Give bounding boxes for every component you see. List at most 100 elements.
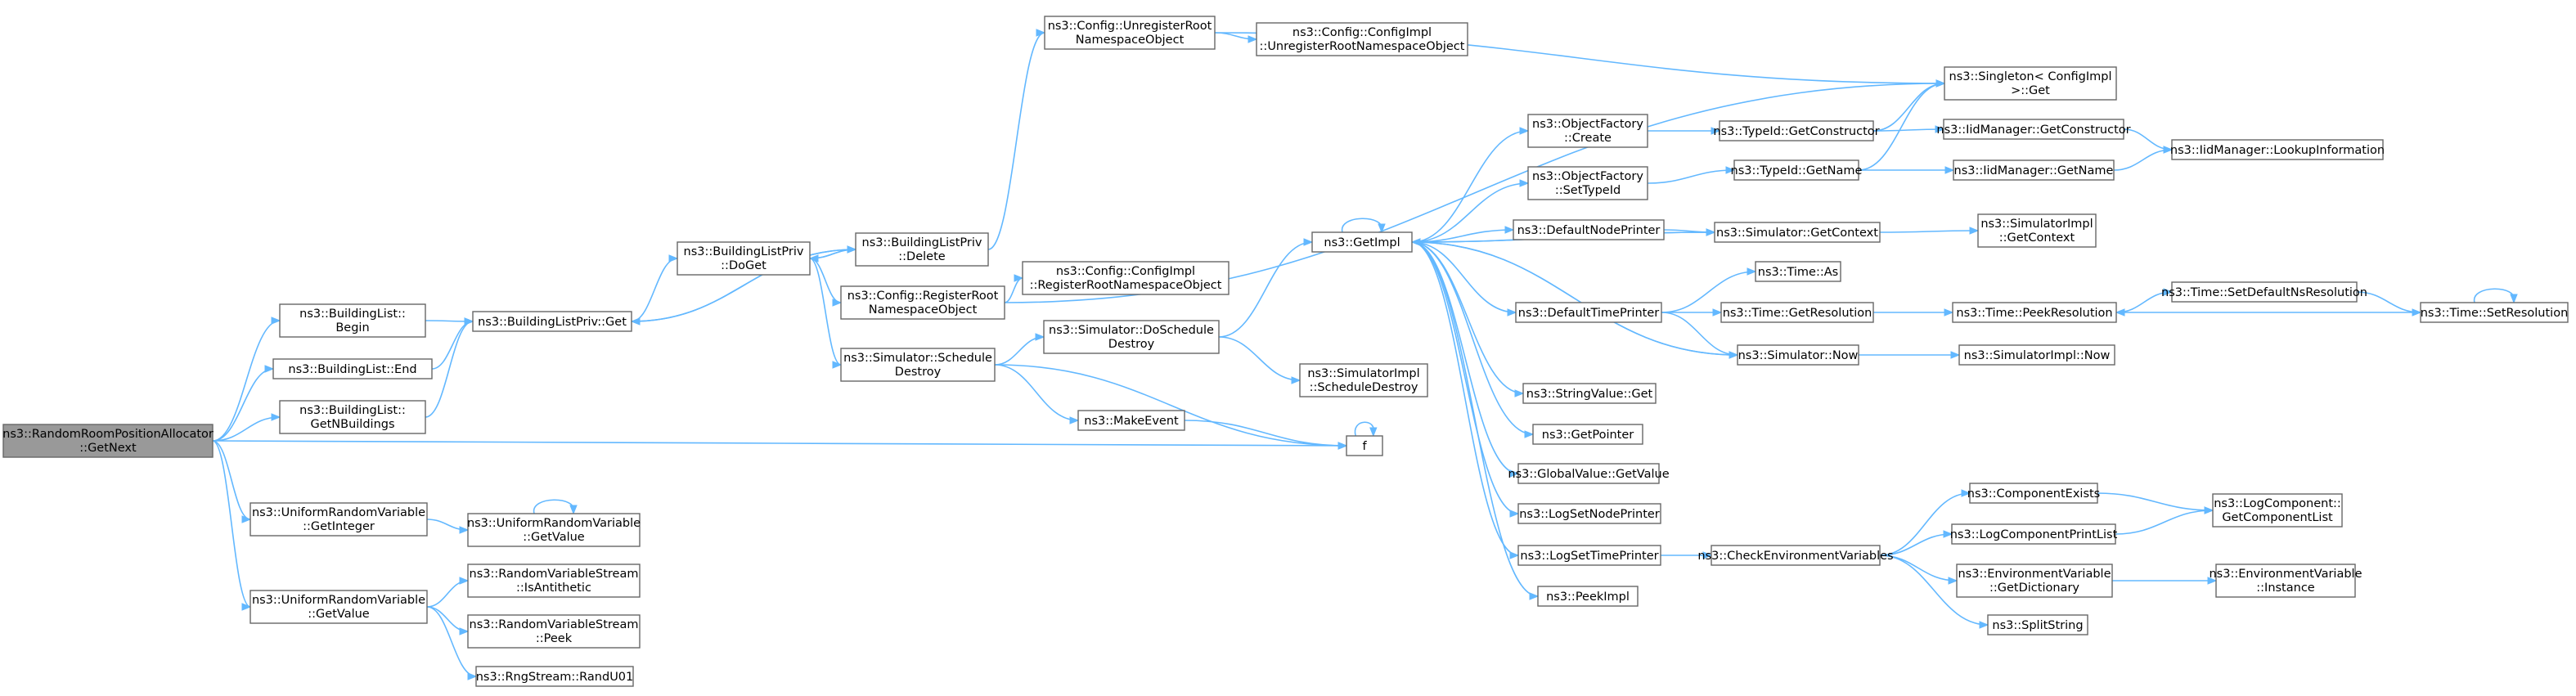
edge-arrowhead (459, 577, 470, 585)
node-envInstance[interactable]: ns3::EnvironmentVariable::Instance (2209, 564, 2362, 598)
edge-line (631, 249, 856, 322)
edge-line (1411, 241, 1524, 394)
node-simNow[interactable]: ns3::Simulator::Now (1737, 344, 1859, 366)
node-timeSetDefNs[interactable]: ns3::Time::SetDefaultNsResolution (2161, 281, 2367, 303)
node-defNodePrinter[interactable]: ns3::DefaultNodePrinter (1513, 219, 1665, 240)
node-label: ns3::Time::PeekResolution (1956, 307, 2112, 320)
node-splitString[interactable]: ns3::SplitString (1987, 614, 2088, 635)
node-logSetNode[interactable]: ns3::LogSetNodePrinter (1517, 503, 1661, 524)
edge-line (1661, 271, 1756, 313)
node-cfgImplUnreg[interactable]: ns3::Config::ConfigImpl::UnregisterRootN… (1256, 22, 1468, 56)
node-urvGetValue2[interactable]: ns3::UniformRandomVariable::GetValue (467, 513, 641, 547)
node-box (1256, 22, 1468, 56)
node-compExists[interactable]: ns3::ComponentExists (1967, 483, 2101, 504)
edge-arrowhead (1035, 333, 1045, 341)
node-timePeekRes[interactable]: ns3::Time::PeekResolution (1952, 302, 2117, 323)
node-typeIdGetCtor[interactable]: ns3::TypeId::GetConstructor (1713, 120, 1880, 141)
call-graph-edges (212, 29, 2518, 680)
node-cfgReg[interactable]: ns3::Config::RegisterRootNamespaceObject (840, 285, 1005, 320)
node-blEnd[interactable]: ns3::BuildingList::End (272, 358, 433, 379)
node-simSched[interactable]: ns3::Simulator::ScheduleDestroy (840, 348, 996, 382)
node-label: ::GetNext (79, 442, 137, 455)
node-label: ns3::RandomVariableStream (470, 568, 639, 581)
node-ofCreate[interactable]: ns3::ObjectFactory::Create (1527, 114, 1648, 148)
node-label: ns3::IidManager::LookupInformation (2170, 144, 2385, 157)
edge-arrowhead (668, 254, 679, 263)
node-iidGetName[interactable]: ns3::IidManager::GetName (1953, 159, 2115, 181)
node-box (1517, 545, 1661, 566)
node-cfgUnreg[interactable]: ns3::Config::UnregisterRootNamespaceObje… (1044, 16, 1216, 50)
node-box (1077, 410, 1185, 431)
node-label: ns3::BuildingList:: (299, 308, 406, 321)
node-label: ns3::UniformRandomVariable (467, 517, 641, 530)
node-rngRand[interactable]: ns3::RngStream::RandU01 (475, 666, 634, 687)
node-getImpl[interactable]: ns3::GetImpl (1311, 231, 1413, 253)
node-checkEnv[interactable]: ns3::CheckEnvironmentVariables (1697, 545, 1894, 566)
node-getPointer[interactable]: ns3::GetPointer (1532, 424, 1643, 445)
node-box (1537, 586, 1639, 607)
node-f[interactable]: f (1346, 435, 1383, 456)
node-logSetTime[interactable]: ns3::LogSetTimePrinter (1517, 545, 1661, 566)
node-singleton[interactable]: ns3::Singleton< ConfigImpl >::Get (1944, 66, 2117, 101)
node-defTimePrinter[interactable]: ns3::DefaultTimePrinter (1515, 302, 1662, 323)
edge-arrowhead (1410, 238, 1421, 246)
edge-blpGet-blpDoGet (631, 254, 679, 322)
node-box (250, 590, 428, 624)
node-strValueGet[interactable]: ns3::StringValue::Get (1522, 383, 1657, 404)
node-box (1714, 222, 1881, 243)
edge-arrowhead (1291, 376, 1301, 384)
edge-urvGetValue-rngRand (426, 606, 478, 680)
edge-arrowhead (1935, 79, 1946, 88)
node-logCompPrint[interactable]: ns3::LogComponentPrintList (1950, 523, 2118, 545)
node-simImplSched[interactable]: ns3::SimulatorImpl::ScheduleDestroy (1299, 363, 1428, 397)
node-box (475, 666, 634, 687)
edge-arrowhead (1036, 29, 1046, 37)
edge-line (426, 580, 469, 608)
node-ofSetTypeId[interactable]: ns3::ObjectFactory::SetTypeId (1527, 166, 1648, 200)
node-blpDelete[interactable]: ns3::BuildingListPriv::Delete (855, 232, 989, 267)
node-simImplGetCtx[interactable]: ns3::SimulatorImpl::GetContext (1977, 213, 2097, 248)
node-blpGet[interactable]: ns3::BuildingListPriv::Get (472, 311, 632, 332)
edge-line (1858, 83, 1945, 171)
node-blGetN[interactable]: ns3::BuildingList::GetNBuildings (279, 400, 426, 434)
node-label: ns3::Simulator::GetContext (1716, 227, 1878, 240)
node-envGetDict[interactable]: ns3::EnvironmentVariable::GetDictionary (1956, 564, 2113, 598)
node-simGetContext[interactable]: ns3::Simulator::GetContext (1714, 222, 1881, 243)
node-makeEvent[interactable]: ns3::MakeEvent (1077, 410, 1185, 431)
node-timeSetRes[interactable]: ns3::Time::SetResolution (2420, 302, 2569, 323)
edge-checkEnv-compExists (1879, 489, 1971, 556)
node-typeIdGetName[interactable]: ns3::TypeId::GetName (1731, 159, 1863, 181)
node-iidLookup[interactable]: ns3::IidManager::LookupInformation (2170, 139, 2385, 160)
edge-arrowhead (832, 299, 843, 307)
node-cfgImplReg[interactable]: ns3::Config::ConfigImpl::RegisterRootNam… (1022, 261, 1230, 295)
node-box (1532, 424, 1643, 445)
node-label: ns3::ObjectFactory (1532, 170, 1643, 183)
edge-getImpl-ofCreate (1411, 127, 1530, 243)
node-blpDoGet[interactable]: ns3::BuildingListPriv::DoGet (677, 241, 811, 276)
edge-line (212, 440, 1347, 447)
edge-simNow-getImpl (1410, 238, 1738, 356)
node-urvGetInt[interactable]: ns3::UniformRandomVariable::GetInteger (250, 502, 428, 537)
node-timeGetRes[interactable]: ns3::Time::GetResolution (1720, 302, 1874, 323)
node-label: ns3::BuildingListPriv::Get (478, 316, 627, 329)
node-box (1311, 231, 1413, 253)
node-label: ::GetValue (523, 531, 585, 544)
edge-line (1411, 130, 1529, 243)
node-peekImpl[interactable]: ns3::PeekImpl (1537, 586, 1639, 607)
edge-line (212, 320, 281, 442)
node-logCompGetList[interactable]: ns3::LogComponent::GetComponentList (2212, 493, 2343, 528)
node-urvGetValue[interactable]: ns3::UniformRandomVariable::GetValue (250, 590, 428, 624)
node-rvsAnti[interactable]: ns3::RandomVariableStream::IsAntithetic (467, 564, 641, 598)
node-simImplNow[interactable]: ns3::SimulatorImpl::Now (1958, 344, 2115, 366)
edge-simSched-simDoSched (994, 333, 1045, 366)
node-rvsPeek[interactable]: ns3::RandomVariableStream::Peek (467, 614, 641, 649)
node-box (1953, 159, 2115, 181)
node-gvGetValue[interactable]: ns3::GlobalValue::GetValue (1508, 463, 1670, 484)
node-label: ns3::GlobalValue::GetValue (1508, 468, 1669, 481)
node-iidGetCtor[interactable]: ns3::IidManager::GetConstructor (1936, 119, 2131, 140)
node-timeAs[interactable]: ns3::Time::As (1755, 261, 1841, 282)
edge-arrowhead (2115, 308, 2125, 317)
node-box (1944, 66, 2117, 101)
node-blBegin[interactable]: ns3::BuildingList::Begin (279, 303, 426, 338)
